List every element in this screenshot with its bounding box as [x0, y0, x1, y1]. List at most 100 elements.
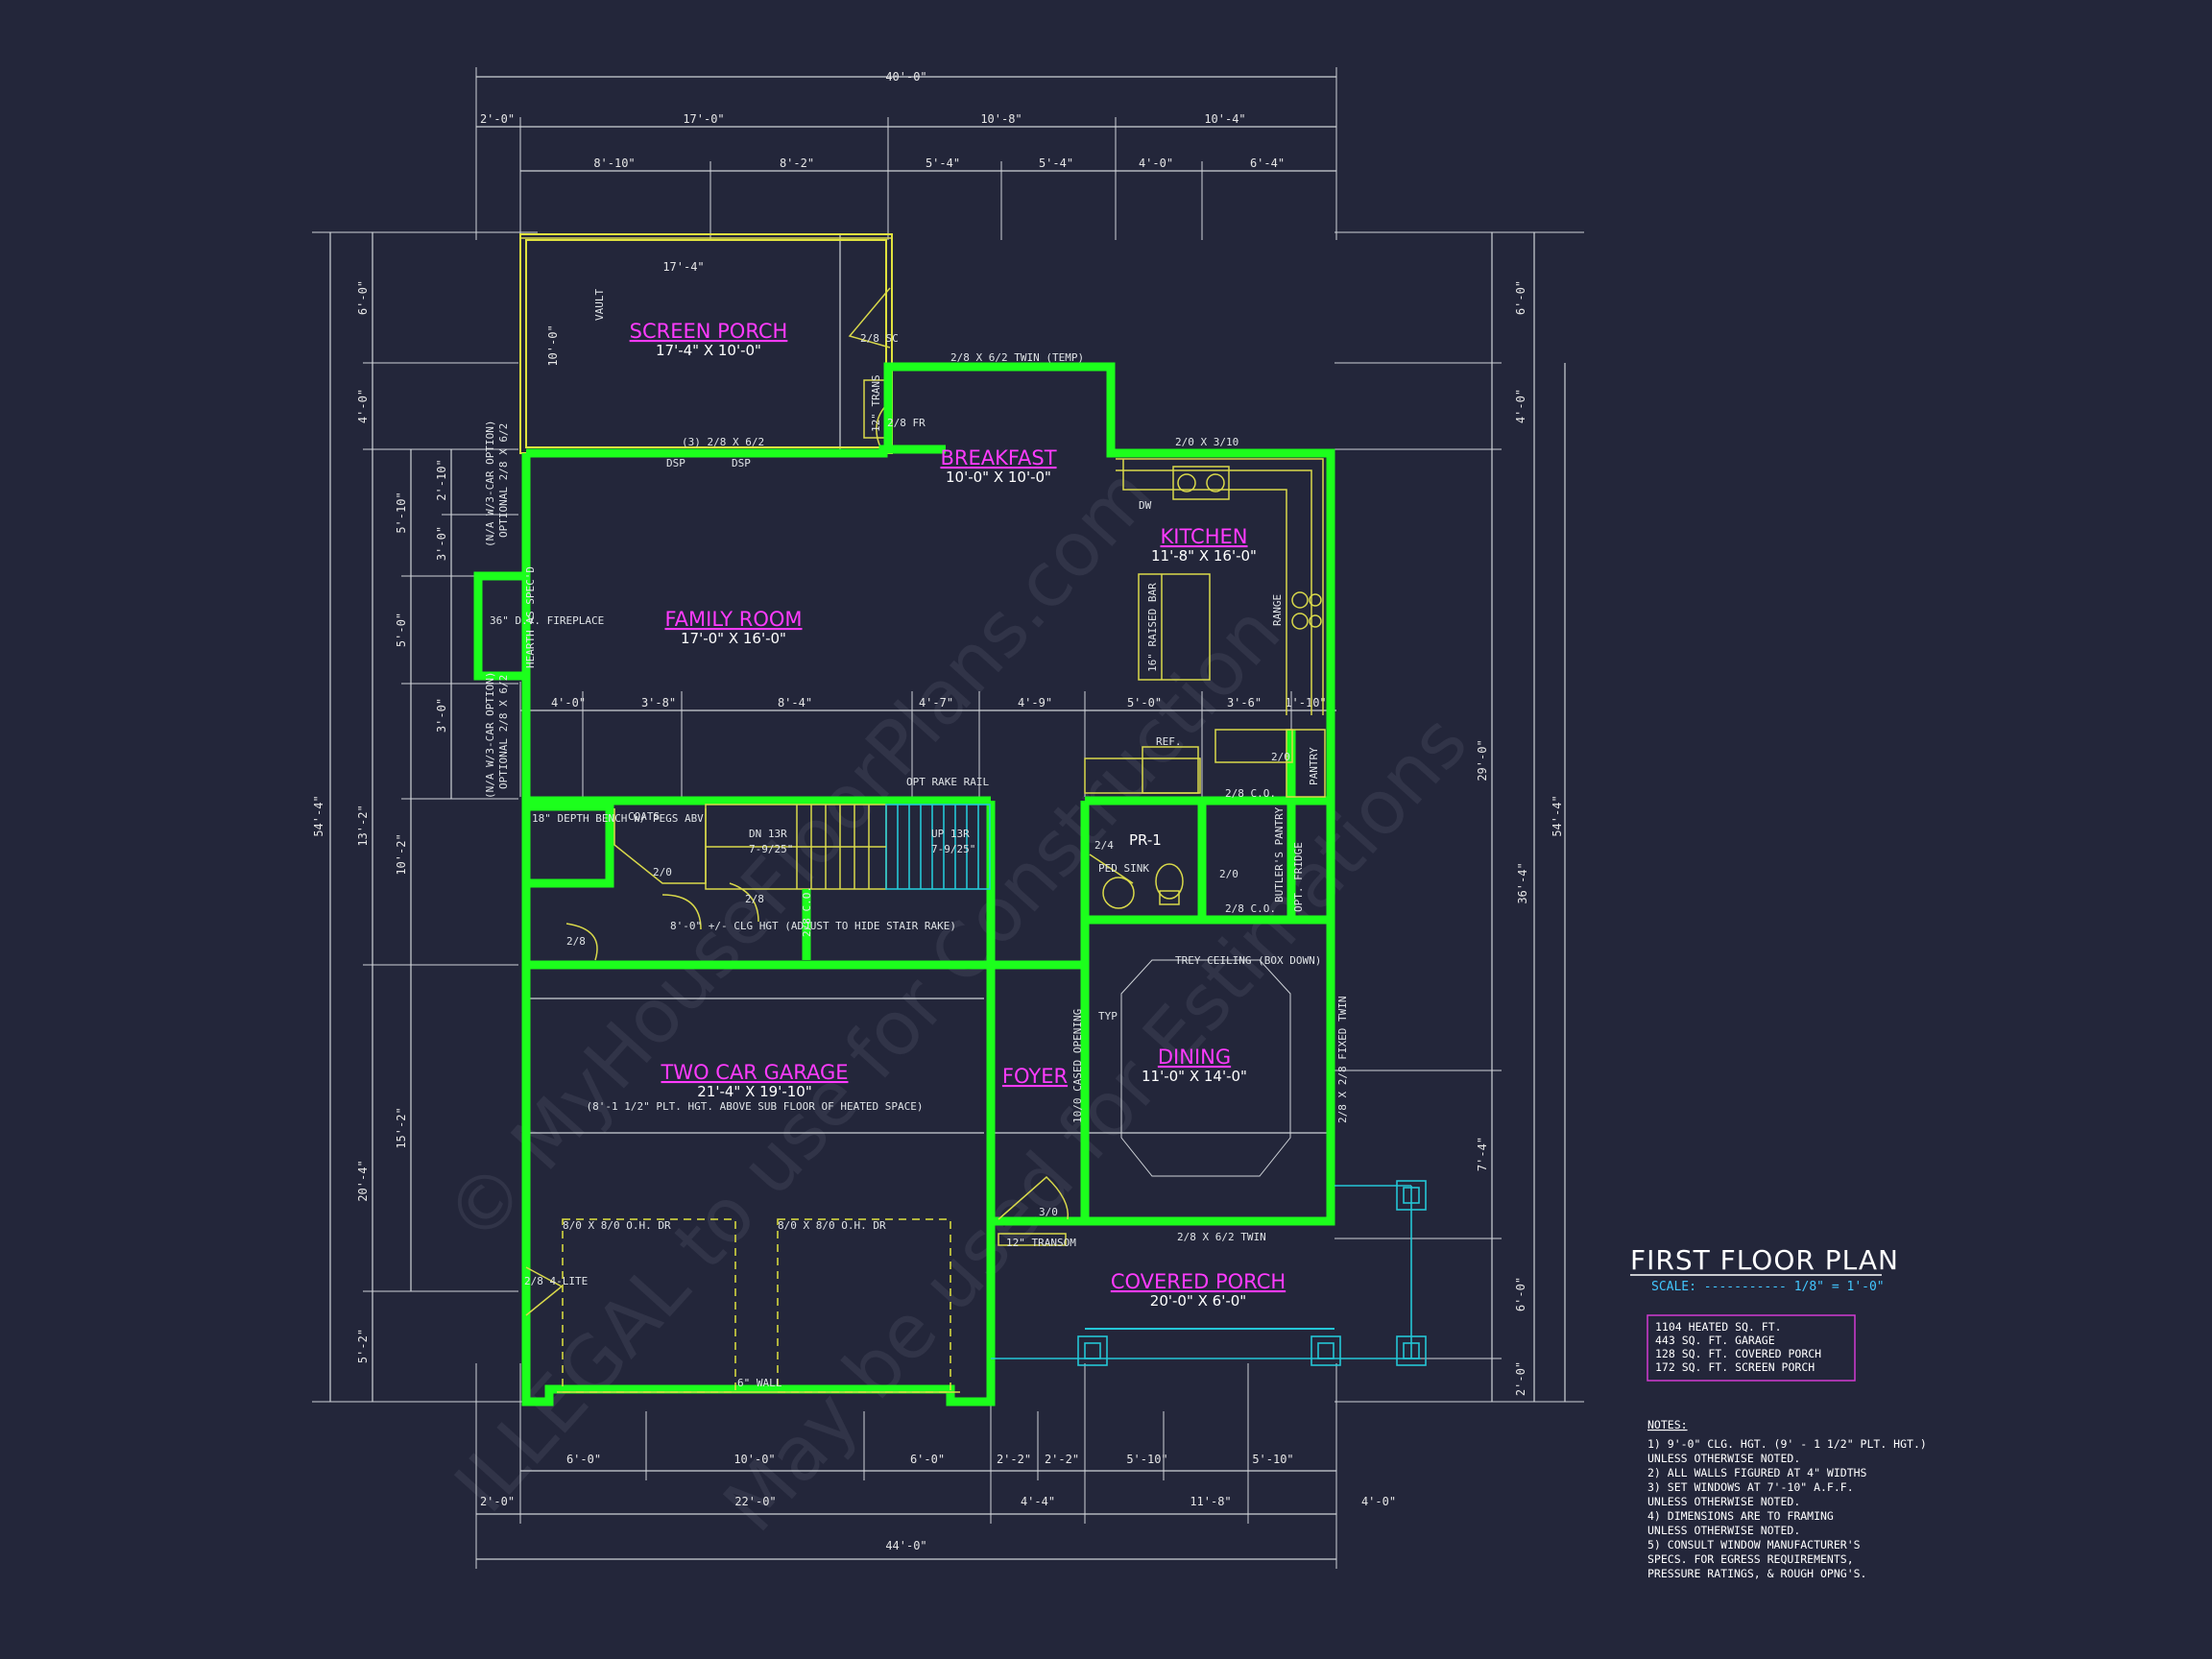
label-porch-width: 17'-4" [662, 260, 704, 274]
room-labels: SCREEN PORCH 17'-4" X 10'-0" BREAKFAST 1… [587, 320, 1286, 1310]
label-triple: (3) 2/8 X 6/2 [682, 436, 764, 448]
room-name: DINING [1158, 1046, 1231, 1069]
room-size: 10'-0" X 10'-0" [946, 469, 1051, 486]
label-trans: 12" TRANS [870, 374, 882, 432]
dim-left-row2: 20'-4" [356, 1160, 370, 1201]
area-line: 1104 HEATED SQ. FT. [1655, 1320, 1782, 1334]
annotations: VAULT 17'-4" 10'-0" 2/8 SC 12" TRANS 2/8… [484, 260, 1349, 1389]
dim-bottom-row1: 5'-10" [1126, 1453, 1167, 1466]
note-line: 4) DIMENSIONS ARE TO FRAMING [1647, 1509, 1834, 1523]
mudroom [526, 802, 811, 961]
dim-right-row1: 7'-4" [1476, 1137, 1489, 1171]
dim-bottom-row2: 11'-8" [1190, 1495, 1231, 1508]
powder-room [1089, 729, 1326, 909]
dim-mid: 5'-0" [1127, 696, 1162, 709]
label-stair-dn: DN 13R [749, 828, 787, 840]
label-opt-fridge: OPT. FRIDGE [1292, 842, 1305, 912]
note-line: SPECS. FOR EGRESS REQUIREMENTS, [1647, 1552, 1854, 1566]
notes-block: NOTES: 1) 9'-0" CLG. HGT. (9' - 1 1/2" P… [1647, 1418, 1927, 1580]
label-ped-sink: PED SINK [1098, 862, 1149, 875]
label-garage-door: 8/0 X 8/0 O.H. DR [778, 1219, 886, 1232]
dim-bottom-overall: 44'-0" [885, 1539, 926, 1552]
label-car-option: OPTIONAL 2/8 X 6/2 [497, 423, 510, 538]
dim-mid: 3'-6" [1227, 696, 1262, 709]
dim-bottom-row1: 6'-0" [566, 1453, 601, 1466]
dim-mid: 4'-9" [1018, 696, 1052, 709]
dim-bottom-row1: 5'-10" [1252, 1453, 1293, 1466]
room-size: 17'-0" X 16'-0" [681, 630, 786, 647]
dim-top-row3: 5'-4" [926, 156, 960, 170]
dim-mid: 4'-0" [551, 696, 586, 709]
room-name: KITCHEN [1161, 525, 1248, 548]
label-bench: 18" DEPTH BENCH W/ PEGS ABV [532, 812, 704, 825]
label-dsp: DSP [732, 457, 751, 469]
dim-top-row2: 2'-0" [480, 112, 515, 126]
dim-bottom-row2: 22'-0" [734, 1495, 776, 1508]
note-line: UNLESS OTHERWISE NOTED. [1647, 1495, 1800, 1508]
garage-note: (8'-1 1/2" PLT. HGT. ABOVE SUB FLOOR OF … [587, 1100, 924, 1113]
dim-mid: 1'-10" [1285, 696, 1326, 709]
dim-right-row1: 29'-0" [1476, 739, 1489, 781]
label-fixed-twin: 2/8 X 2/8 FIXED TWIN [1336, 997, 1349, 1123]
label-door: 2/0 [653, 866, 672, 878]
label-door: 2/4 [1094, 839, 1114, 852]
room-name: TWO CAR GARAGE [660, 1061, 848, 1084]
label-door: 2/8 [566, 935, 586, 948]
dim-left-row4: 3'-0" [435, 698, 448, 733]
label-pantry-door: 2/0 [1271, 751, 1290, 763]
dim-top-row2: 10'-4" [1204, 112, 1245, 126]
dim-left-row2: 5'-2" [356, 1329, 370, 1363]
room-name: BREAKFAST [940, 446, 1056, 469]
label-clg-hgt: 8'-0" +/- CLG HGT (ADJUST TO HIDE STAIR … [670, 920, 956, 932]
dimension-labels: 40'-0" 2'-0" 17'-0" 10'-8" 10'-4" 8'-10"… [312, 70, 1564, 1552]
room-name: FAMILY ROOM [664, 608, 802, 631]
label-pr1: PR-1 [1129, 831, 1162, 849]
dim-top-row3: 4'-0" [1139, 156, 1173, 170]
room-name: FOYER [1002, 1065, 1068, 1088]
stairs [705, 804, 991, 890]
dimension-lines [312, 67, 1584, 1569]
label-garage-door: 8/0 X 8/0 O.H. DR [563, 1219, 671, 1232]
label-sc: 2/8 SC [860, 332, 899, 345]
exterior-walls [473, 362, 1335, 1407]
dim-right-row1: 4'-0" [1514, 389, 1527, 423]
note-line: 3) SET WINDOWS AT 7'-10" A.F.F. [1647, 1480, 1854, 1494]
label-ref: REF. [1156, 735, 1182, 748]
label-car-option: (N/A W/3-CAR OPTION) [484, 672, 496, 799]
plan-title: FIRST FLOOR PLAN [1630, 1244, 1899, 1276]
label-stair-up-riser: 7-9/25" [931, 843, 975, 855]
dim-left-row2: 13'-2" [356, 805, 370, 846]
dim-bottom-row1: 2'-2" [997, 1453, 1031, 1466]
dim-bottom-row1: 6'-0" [910, 1453, 945, 1466]
label-car-option: (N/A W/3-CAR OPTION) [484, 421, 496, 547]
label-door: 3/0 [1039, 1206, 1058, 1218]
plan-scale: SCALE: ----------- 1/8" = 1'-0" [1651, 1280, 1885, 1294]
dim-top-row2: 10'-8" [980, 112, 1022, 126]
dim-right-inner: 36'-4" [1516, 862, 1529, 903]
dim-left-row3: 10'-2" [395, 833, 408, 875]
dim-right-row1: 2'-0" [1514, 1361, 1527, 1396]
dim-mid: 8'-4" [778, 696, 812, 709]
label-stair-up: UP 13R [931, 828, 970, 840]
label-hearth: HEARTH AS SPEC'D [524, 566, 537, 668]
dim-bottom-row2: 4'-4" [1021, 1495, 1055, 1508]
dim-right-row1: 6'-0" [1514, 1277, 1527, 1311]
note-line: 1) 9'-0" CLG. HGT. (9' - 1 1/2" PLT. HGT… [1647, 1437, 1927, 1451]
label-cased-opening: 2/8 C.O. [801, 886, 813, 937]
label-coats: COATS [628, 810, 660, 823]
label-door: 2/0 [1219, 868, 1238, 880]
dim-left-row3: 5'-10" [395, 492, 408, 533]
room-name: COVERED PORCH [1111, 1270, 1286, 1293]
area-line: 128 SQ. FT. COVERED PORCH [1655, 1347, 1821, 1360]
dining-trey-ceiling [1120, 959, 1291, 1177]
area-line: 172 SQ. FT. SCREEN PORCH [1655, 1360, 1815, 1374]
note-line: 2) ALL WALLS FIGURED AT 4" WIDTHS [1647, 1466, 1867, 1479]
label-trey: TREY CEILING (BOX DOWN) [1175, 954, 1321, 967]
label-window: 2/0 X 3/10 [1175, 436, 1238, 448]
note-line: PRESSURE RATINGS, & ROUGH OPNG'S. [1647, 1567, 1866, 1580]
room-size: 11'-0" X 14'-0" [1142, 1068, 1247, 1085]
label-door: 2/8 [745, 893, 764, 905]
room-size: 17'-4" X 10'-0" [656, 342, 761, 359]
dim-left-row2: 4'-0" [356, 389, 370, 423]
